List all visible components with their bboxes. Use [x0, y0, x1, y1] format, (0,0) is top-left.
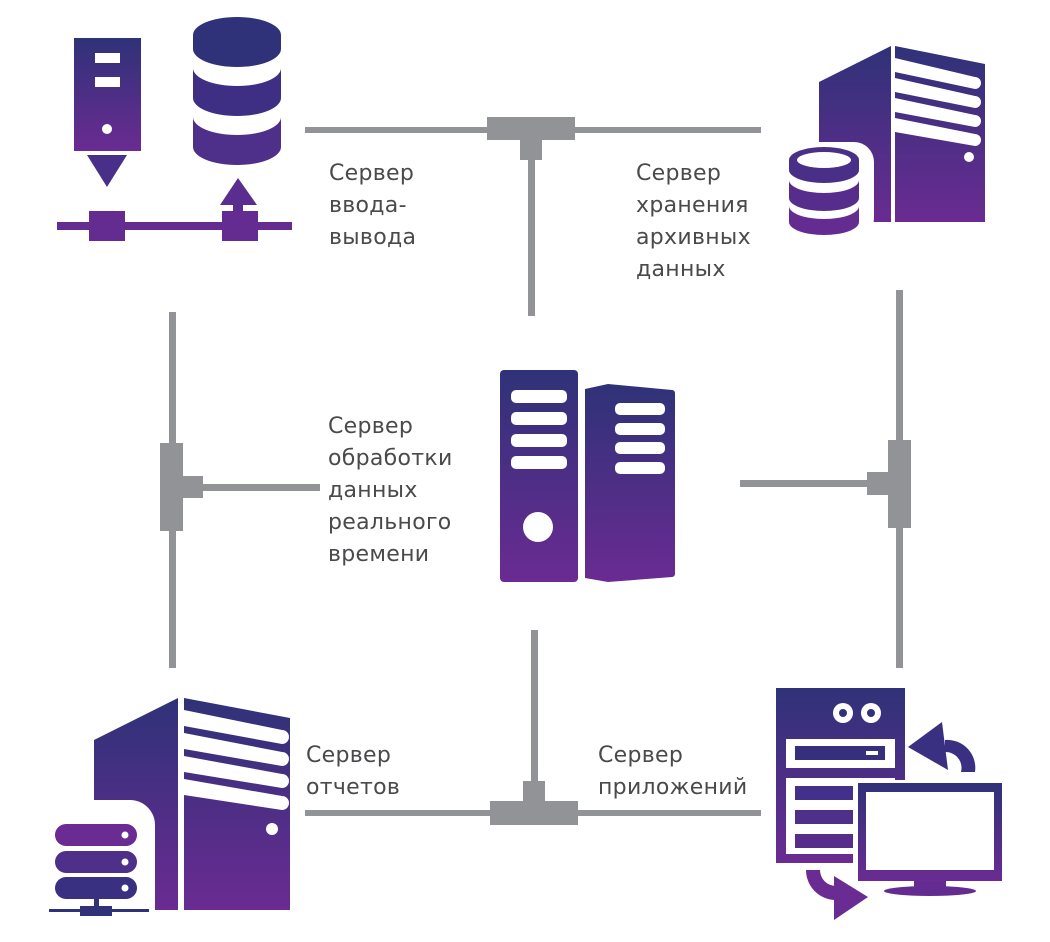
label-line: данных — [328, 478, 418, 503]
connector-right-tee-stem — [867, 472, 890, 495]
network-bus — [57, 222, 292, 230]
arrow-forward-icon — [806, 870, 836, 900]
label-line: времени — [328, 542, 430, 567]
label-line: приложений — [598, 775, 748, 800]
io-server-label: Сервер ввода- вывода — [329, 158, 416, 254]
realtime-server-label: Сервер обработки данных реального времен… — [328, 411, 453, 571]
connector-left-tee-stem — [181, 476, 203, 498]
arrow-up-icon — [220, 178, 257, 205]
connector-top-tee — [487, 117, 575, 140]
database-icon — [778, 142, 874, 238]
label-line: Сервер — [328, 414, 414, 439]
label-line: хранения — [636, 193, 749, 218]
label-line: Сервер — [636, 161, 722, 186]
label-line: отчетов — [306, 775, 401, 800]
archive-server-icon — [778, 46, 985, 238]
connector-bottom-tee — [490, 801, 578, 825]
application-server-label: Сервер приложений — [598, 740, 748, 804]
arrow-back-icon — [945, 739, 976, 772]
monitor-icon — [853, 780, 1005, 896]
label-line: Сервер — [598, 743, 684, 768]
connector-right-horizontal — [740, 480, 870, 487]
connector-bottom-vertical — [531, 630, 538, 782]
label-line: Сервер — [329, 161, 415, 186]
label-line: данных — [636, 257, 726, 282]
connector-bottom-tee-stem — [523, 781, 545, 803]
connector-left-horizontal — [200, 484, 320, 491]
label-line: обработки — [328, 446, 453, 471]
label-line: архивных — [636, 225, 751, 250]
connector-top-vertical — [528, 158, 535, 316]
label-line: ввода- — [329, 193, 407, 218]
application-server-icon — [776, 688, 1005, 920]
label-line: Сервер — [306, 743, 392, 768]
network-rack-icon — [40, 800, 155, 920]
connector-top-tee-stem — [520, 138, 542, 160]
connector-left-tee — [160, 443, 183, 531]
label-line: вывода — [329, 225, 417, 250]
reports-server-label: Сервер отчетов — [306, 740, 400, 804]
realtime-server-icon — [500, 370, 675, 582]
archive-server-label: Сервер хранения архивных данных — [636, 158, 751, 286]
connectors — [160, 117, 911, 825]
reports-server-icon — [40, 698, 290, 920]
connector-right-tee — [888, 440, 911, 528]
io-server-icon — [57, 17, 292, 241]
arrow-down-icon — [87, 155, 127, 187]
label-line: реального — [328, 510, 452, 535]
database-icon — [193, 17, 281, 165]
